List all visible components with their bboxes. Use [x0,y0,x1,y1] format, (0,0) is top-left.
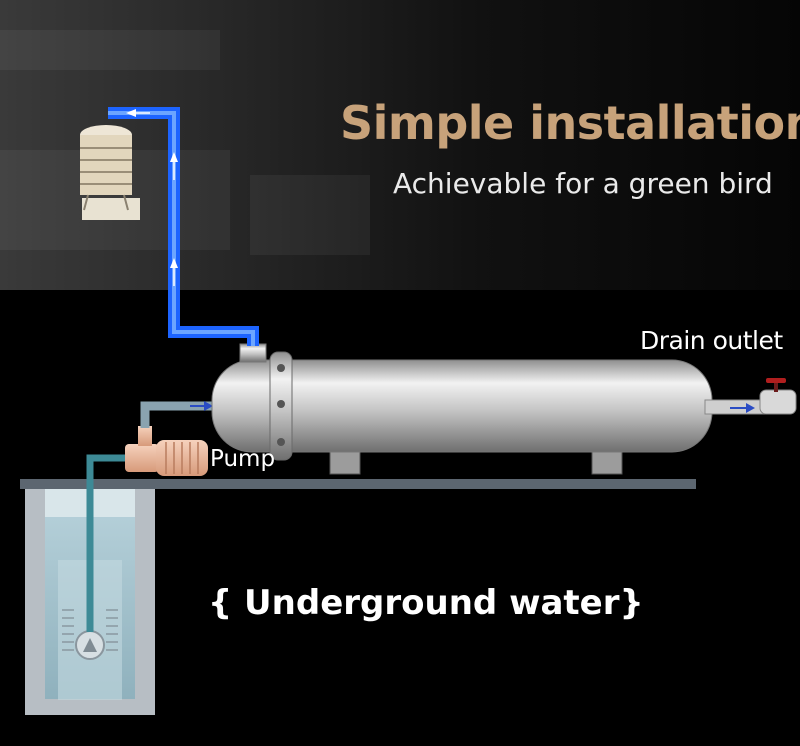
intake-pipe [86,454,128,632]
pump-label: Pump [210,446,276,472]
ground-slab [20,479,696,489]
stainless-filter-tank [211,343,713,475]
kitchen-background [0,0,800,290]
pump-icon [125,426,208,476]
water-tower-icon [80,125,140,220]
drain-outlet-label: Drain outlet [640,326,783,355]
page-title: Simple installation [340,96,800,150]
pump-outlet-pipe [140,401,222,428]
page-subtitle: Achievable for a green bird [393,167,773,200]
underground-water-label: { Underground water} [208,583,644,623]
supply-pipe [108,107,259,346]
